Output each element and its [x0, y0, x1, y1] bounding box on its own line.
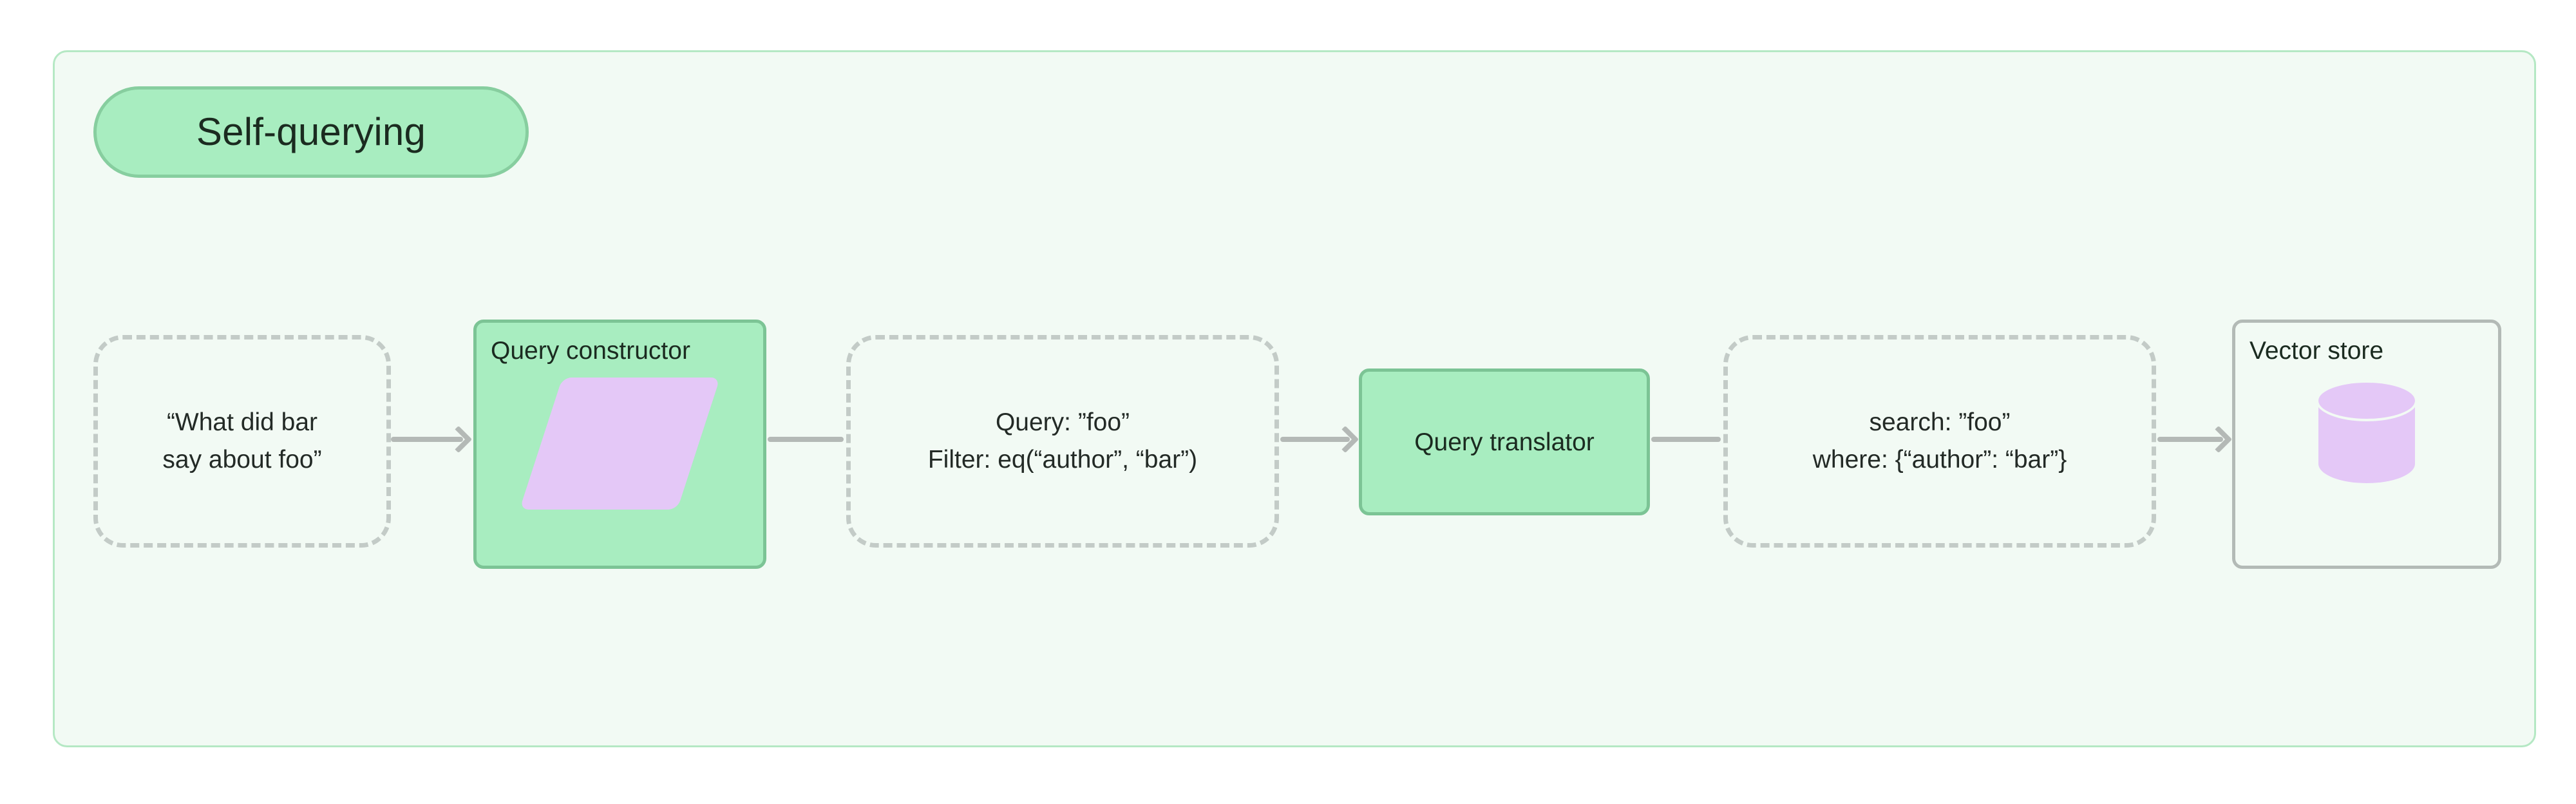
edge-query-translator-to-native-query	[1651, 437, 1721, 442]
node-structured-query[interactable]: Query: ”foo” Filter: eq(“author”, “bar”)	[846, 335, 1279, 548]
node-native-query[interactable]: search: ”foo” where: {“author”: “bar”}	[1723, 335, 2156, 548]
node-question-line-1: “What did bar	[166, 408, 318, 437]
node-query-constructor-label: Query constructor	[491, 337, 690, 365]
edge-query-constructor-to-structured-query	[768, 437, 844, 442]
subgraph-title-pill: Self-querying	[93, 86, 529, 178]
edge-native-query-to-vector-store	[2157, 425, 2233, 454]
node-structured-query-line-2: Filter: eq(“author”, “bar”)	[927, 446, 1198, 474]
cylinder-top-ellipse	[2318, 383, 2415, 419]
node-query-translator[interactable]: Query translator	[1359, 368, 1650, 515]
node-vector-store[interactable]: Vector store	[2232, 320, 2501, 569]
arrowhead-icon	[1331, 425, 1359, 454]
node-structured-query-line-1: Query: ”foo”	[995, 408, 1130, 437]
subgraph-title-label: Self-querying	[196, 110, 426, 153]
edge-structured-query-to-query-translator	[1280, 425, 1359, 454]
database-cylinder-icon	[2318, 383, 2415, 492]
parallelogram-icon	[519, 378, 721, 510]
edge-question-to-query-constructor	[391, 425, 473, 454]
node-vector-store-label: Vector store	[2249, 337, 2384, 365]
arrowhead-icon	[444, 425, 473, 454]
node-question-line-2: say about foo”	[162, 446, 322, 474]
node-native-query-line-2: where: {“author”: “bar”}	[1812, 446, 2067, 474]
node-question[interactable]: “What did bar say about foo”	[93, 335, 391, 548]
node-query-constructor[interactable]: Query constructor	[473, 320, 766, 569]
node-native-query-line-1: search: ”foo”	[1869, 408, 2011, 437]
arrowhead-icon	[2204, 425, 2233, 454]
node-query-translator-label: Query translator	[1414, 428, 1595, 456]
